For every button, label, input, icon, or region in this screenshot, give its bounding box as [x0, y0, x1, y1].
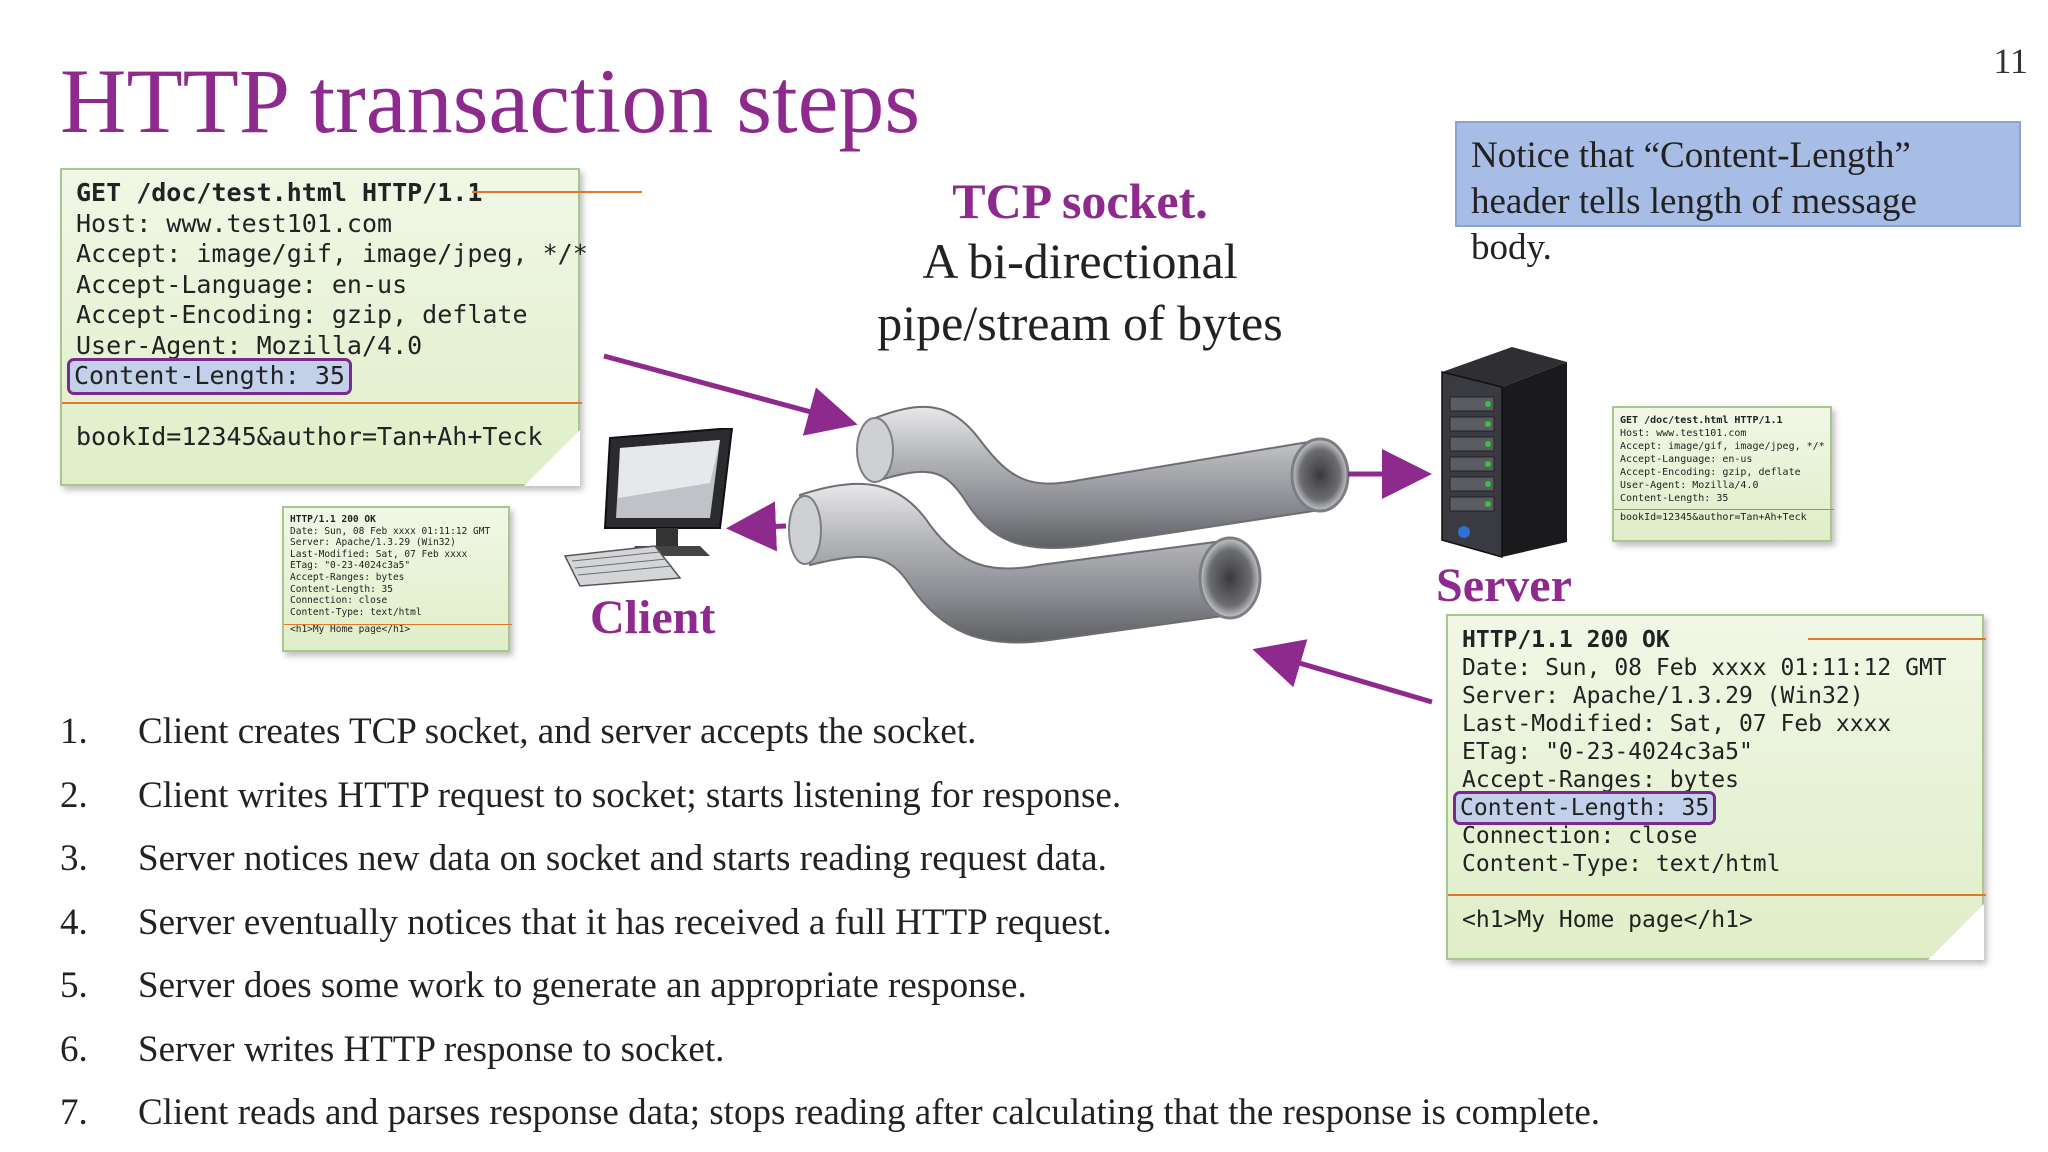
server-label: Server [1436, 559, 1572, 612]
request-body: bookId=12345&author=Tan+Ah+Teck [1620, 512, 1807, 523]
body-divider [1614, 509, 1834, 510]
response-header: Connection: close [290, 595, 388, 607]
step-text: Server does some work to generate an app… [138, 965, 1027, 1006]
step-text: Server notices new data on socket and st… [138, 838, 1107, 879]
steps-list: 1. Client creates TCP socket, and server … [60, 700, 1600, 1145]
slide-title: HTTP transaction steps [60, 50, 921, 152]
status-line: HTTP/1.1 200 OK [290, 514, 376, 525]
request-header: Accept-Encoding: gzip, deflate [1620, 467, 1801, 478]
request-header: Host: www.test101.com [76, 208, 393, 238]
server-tower-icon [1441, 347, 1567, 558]
response-header: Content-Type: text/html [1462, 851, 1781, 877]
step-number: 4. [60, 901, 88, 943]
response-header: ETag: "0-23-4024c3a5" [290, 560, 411, 572]
step-item: 4. Server eventually notices that it has … [60, 891, 1600, 955]
body-divider [1448, 894, 1986, 896]
status-line: HTTP/1.1 200 OK [1462, 627, 1670, 653]
tcp-socket-title: TCP socket. [952, 173, 1208, 229]
response-header: ETag: "0-23-4024c3a5" [1462, 739, 1753, 765]
response-header: Date: Sun, 08 Feb xxxx 01:11:12 GMT [1462, 655, 1947, 681]
header-divider [1808, 638, 1986, 640]
step-item: 2. Client writes HTTP request to socket; … [60, 764, 1600, 828]
request-header: Accept: image/gif, image/jpeg, */* [76, 239, 588, 268]
request-note-large: GET /doc/test.html HTTP/1.1 Host: www.te… [60, 168, 642, 486]
note-fold [524, 430, 580, 486]
step-number: 6. [60, 1028, 88, 1070]
request-header: Accept: image/gif, image/jpeg, */* [1620, 441, 1825, 452]
request-header: Accept-Encoding: gzip, deflate [76, 300, 528, 329]
response-header: Content-Length: 35 [290, 583, 393, 595]
request-line: GET /doc/test.html HTTP/1.1 [76, 178, 483, 207]
step-number: 5. [60, 965, 88, 1006]
response-content-length-highlight: Content-Length: 35 [1452, 791, 1717, 825]
step-text: Client creates TCP socket, and server ac… [138, 711, 977, 752]
response-header: Accept-Ranges: bytes [290, 571, 405, 583]
tcp-desc-line1: A bi-directional [922, 233, 1238, 289]
response-header: Content-Type: text/html [290, 606, 422, 618]
step-text: Client writes HTTP request to socket; st… [138, 774, 1122, 816]
request-body: bookId=12345&author=Tan+Ah+Teck [76, 421, 543, 451]
notice-line1: Notice that “Content-Length” [1471, 135, 1911, 176]
step-text: Server writes HTTP response to socket. [138, 1028, 725, 1070]
step-number: 2. [60, 774, 88, 816]
response-body: <h1>My Home page</h1> [290, 624, 411, 636]
request-header: User-Agent: Mozilla/4.0 [76, 330, 423, 360]
response-header: Last-Modified: Sat, 07 Feb xxxx [1462, 711, 1892, 737]
step-text: Client reads and parses response data; s… [138, 1092, 1601, 1133]
request-content-length-highlight: Content-Length: 35 [67, 358, 352, 395]
step-item: 3. Server notices new data on socket and … [60, 827, 1600, 891]
computer-icon [563, 428, 734, 587]
step-number: 7. [60, 1092, 88, 1133]
response-header: Connection: close [1462, 823, 1698, 849]
page-number: 11 [1993, 41, 2028, 81]
header-divider [472, 191, 642, 193]
notice-callout: Notice that “Content-Length” header tell… [1455, 121, 2021, 268]
request-line: GET /doc/test.html HTTP/1.1 [1620, 415, 1783, 426]
response-header: Last-Modified: Sat, 07 Feb xxxx [290, 548, 468, 560]
request-header: Accept-Language: en-us [76, 269, 408, 299]
note-fold [1928, 904, 1984, 960]
step-item: 5. Server does some work to generate an a… [60, 954, 1600, 1018]
arrow-pipe-to-client [726, 501, 787, 552]
response-note-large: HTTP/1.1 200 OK Date: Sun, 08 Feb xxxx 0… [1446, 614, 1986, 960]
notice-line2: header tells length of message body. [1471, 181, 1917, 268]
response-header: Date: Sun, 08 Feb xxxx 01:11:12 GMT [290, 525, 491, 537]
arrow-request-into-pipe [603, 353, 858, 436]
step-text: Server eventually notices that it has re… [138, 901, 1112, 943]
body-divider [62, 402, 582, 404]
request-note-small: GET /doc/test.html HTTP/1.1 Host: www.te… [1612, 406, 1834, 542]
tcp-socket-description: A bi-directional pipe/stream of bytes [830, 230, 1330, 354]
step-number: 3. [60, 838, 88, 879]
request-header: Host: www.test101.com [1620, 428, 1747, 439]
client-label: Client [590, 591, 716, 644]
step-item: 1. Client creates TCP socket, and server … [60, 700, 1600, 764]
step-number: 1. [60, 711, 88, 752]
response-header: Server: Apache/1.3.29 (Win32) [1462, 683, 1864, 709]
response-body: <h1>My Home page</h1> [1462, 907, 1753, 933]
response-header: Server: Apache/1.3.29 (Win32) [290, 537, 456, 549]
step-item: 7. Client reads and parses response data;… [60, 1081, 1600, 1145]
body-divider [284, 624, 512, 625]
request-header: User-Agent: Mozilla/4.0 [1620, 480, 1759, 491]
arrow-response-into-pipe [1252, 639, 1433, 705]
tcp-desc-line2: pipe/stream of bytes [877, 295, 1283, 351]
step-item: 6. Server writes HTTP response to socket. [60, 1018, 1600, 1082]
response-header: Accept-Ranges: bytes [1462, 767, 1739, 793]
request-header: Accept-Language: en-us [1620, 454, 1753, 465]
request-header: Content-Length: 35 [1620, 493, 1729, 504]
response-note-small: HTTP/1.1 200 OK Date: Sun, 08 Feb xxxx 0… [282, 506, 512, 652]
pipe-icon [788, 405, 1350, 644]
